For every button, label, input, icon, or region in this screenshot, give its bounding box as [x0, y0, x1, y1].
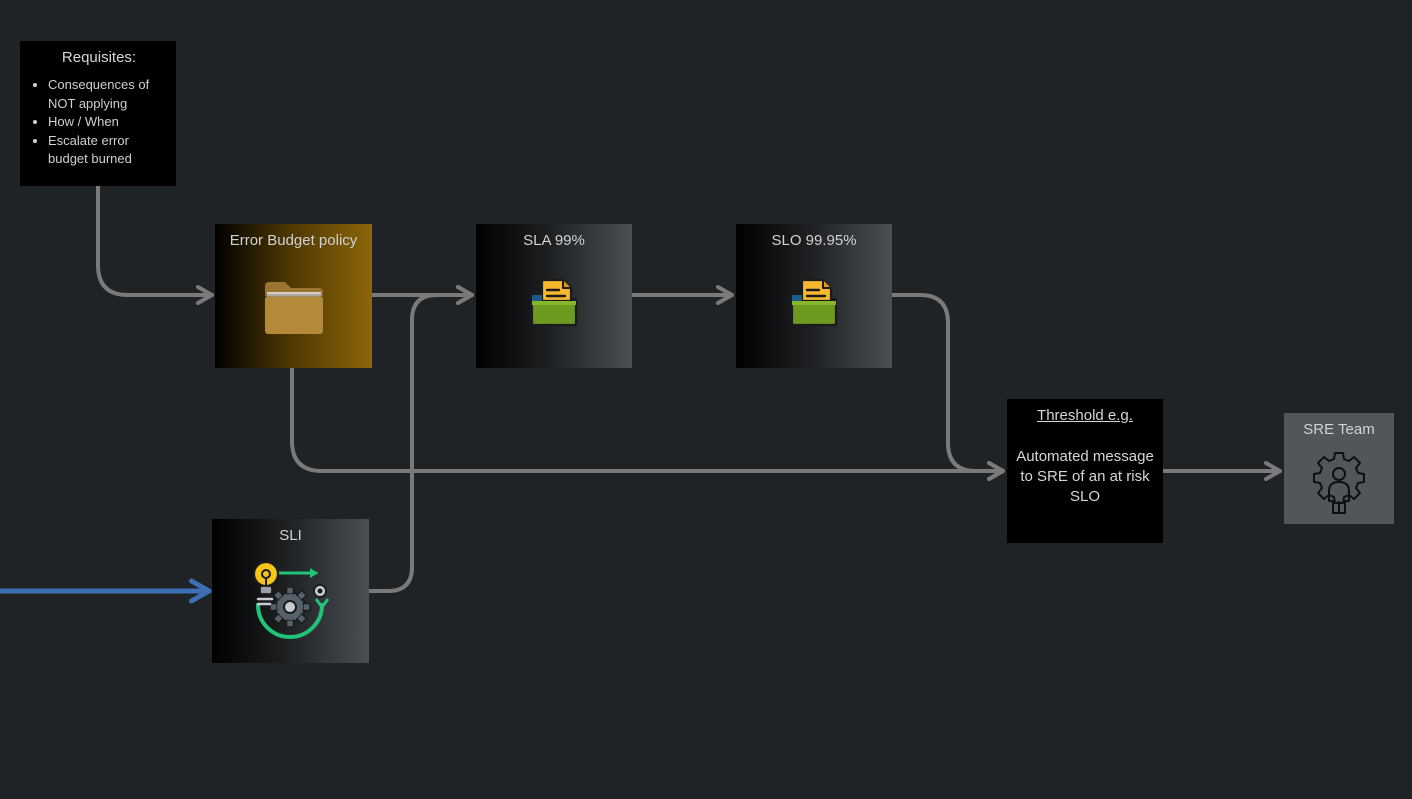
threshold-body: Automated message to SRE of an at risk S…	[1016, 448, 1154, 505]
requisites-item: Consequences of NOT applying	[48, 76, 170, 113]
slo-title: SLO 99.95%	[771, 232, 857, 249]
connector-slo-to-threshold	[890, 293, 1005, 481]
requisites-item: How / When	[48, 113, 170, 132]
document-folder-icon	[790, 278, 838, 327]
sla-title: SLA 99%	[523, 232, 585, 249]
requisites-title: Requisites:	[61, 49, 137, 66]
connector-error-budget-to-threshold	[290, 366, 1005, 481]
threshold-node[interactable]: Threshold e.g. Automated message to SRE …	[1007, 399, 1163, 543]
folder-icon	[265, 282, 323, 334]
requisites-item: Escalate error budget burned	[48, 132, 170, 169]
slo-node[interactable]: SLO 99.95%	[736, 224, 892, 368]
person-gear-icon	[1313, 452, 1365, 514]
error-budget-policy-node[interactable]: Error Budget policy	[215, 224, 372, 368]
idea-gear-process-icon	[252, 560, 330, 639]
sre-team-title: SRE Team	[1303, 421, 1375, 438]
connector-requisites-to-error-budget	[96, 184, 214, 305]
document-folder-icon	[530, 278, 578, 327]
connector-sli-to-sla	[368, 285, 474, 593]
sli-title: SLI	[279, 527, 302, 544]
requisites-list: Consequences of NOT applying How / When …	[28, 76, 170, 169]
error-budget-policy-title: Error Budget policy	[229, 232, 358, 249]
threshold-heading: Threshold e.g.	[1037, 407, 1133, 424]
sli-node[interactable]: SLI	[212, 519, 369, 663]
sre-team-node[interactable]: SRE Team	[1284, 413, 1394, 524]
sla-node[interactable]: SLA 99%	[476, 224, 632, 368]
requisites-note: Requisites: Consequences of NOT applying…	[20, 41, 176, 186]
